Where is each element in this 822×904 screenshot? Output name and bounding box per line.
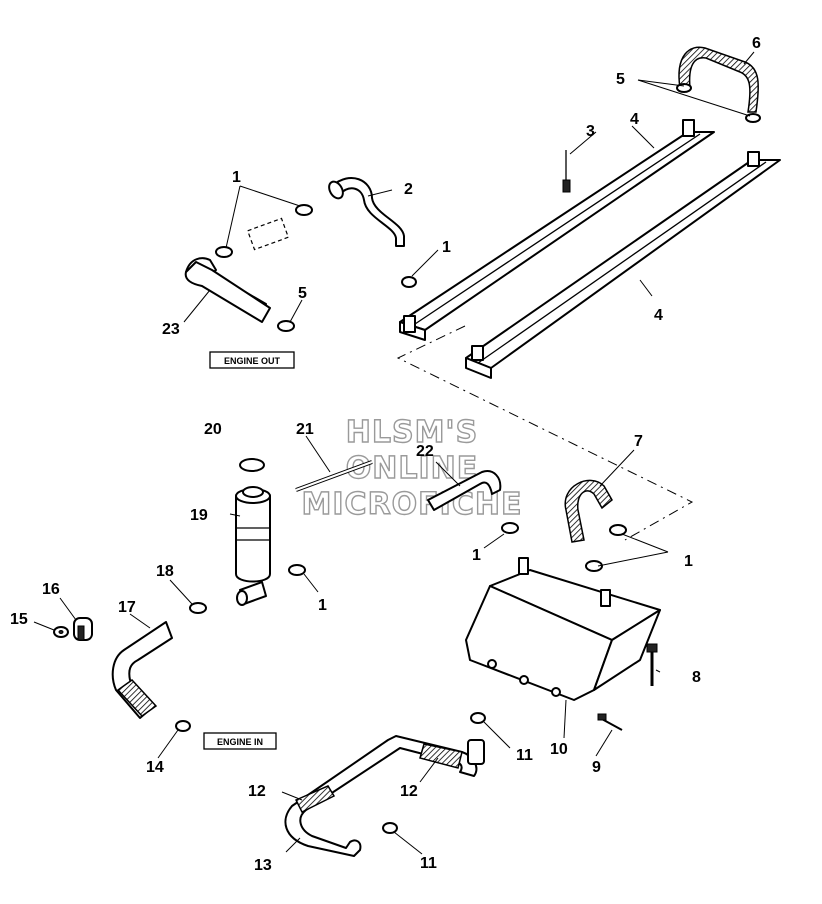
part-13-hose [284,735,485,857]
engine-in-label: ENGINE IN [203,732,277,750]
part-23-elbow [184,257,271,323]
part-4-cooler-rail-upper [399,119,715,341]
callout-15: 15 [10,611,28,628]
callout-10: 10 [550,741,568,758]
callout-4: 4 [630,111,639,128]
clamps [175,204,627,834]
callout-2: 2 [404,181,413,198]
watermark-line-1: HLSM'S [346,415,478,450]
callout-11: 11 [420,855,437,872]
part-10-housing [465,557,661,701]
callout-17: 17 [118,599,136,616]
part-7-hose [564,479,613,543]
part-20-cap [239,458,265,472]
callout-1: 1 [232,169,241,186]
watermark: HLSM'S ONLINE MICROFICHE [301,414,523,522]
callout-12: 12 [400,783,418,800]
part-19-reservoir [235,486,271,606]
callout-1: 1 [442,239,451,256]
callout-1: 1 [472,547,481,564]
callout-13: 13 [254,857,272,874]
callout-1: 1 [318,597,327,614]
callout-5: 5 [616,71,625,88]
callout-6: 6 [752,35,761,52]
leader-lines [33,51,755,855]
watermark-line-2: ONLINE [346,451,479,486]
callout-9: 9 [592,759,601,776]
callout-8: 8 [692,669,701,686]
callout-4: 4 [654,307,663,324]
callout-11: 11 [516,747,533,764]
callout-12: 12 [248,783,266,800]
callout-23: 23 [162,321,180,338]
part-6-hose [676,46,761,123]
callouts: 1 2 1 3 4 5 6 4 5 23 20 21 22 7 19 1 1 1… [10,35,761,874]
fitting-phantom [246,217,290,251]
engine-out-text: ENGINE OUT [224,356,281,366]
part-3-bolt [562,150,571,193]
engine-in-text: ENGINE IN [217,737,263,747]
watermark-line-3: MICROFICHE [302,487,523,522]
assembly-line [396,325,694,541]
callout-16: 16 [42,581,60,598]
callout-22: 22 [416,443,434,460]
part-17-hose [111,621,173,719]
part-4-cooler-rail-lower [465,151,781,379]
callout-18: 18 [156,563,174,580]
callout-21: 21 [296,421,314,438]
part-21-rod [295,460,373,492]
callout-1: 1 [684,553,693,570]
callout-20: 20 [204,421,222,438]
callout-5: 5 [298,285,307,302]
part-22-elbow [427,470,502,511]
part-15-washer [53,626,69,638]
part-16-clip [73,617,93,641]
part-2-hose [328,177,405,247]
callout-14: 14 [146,759,164,776]
callout-7: 7 [634,433,643,450]
part-9-screw [597,713,623,731]
callout-3: 3 [586,123,595,140]
callout-19: 19 [190,507,208,524]
engine-out-label: ENGINE OUT [209,351,295,369]
part-8-bolt [646,643,658,686]
